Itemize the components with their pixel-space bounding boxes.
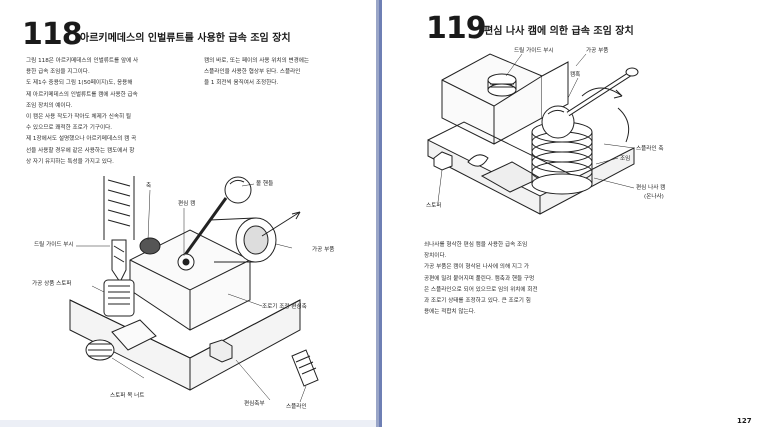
label-eccentric-screw-cam: 편심 나사 캠 [636, 185, 666, 191]
label-shaft: 축 [146, 183, 152, 189]
label-eccentric-shaft: 편심축부 [244, 401, 265, 407]
section-number: 119 [426, 11, 487, 46]
label-release: 캠혹 [570, 72, 581, 78]
label-workpiece: 가공 부품 [312, 247, 335, 253]
left-page: 118 아르키메데스의 인벌류트를 사용한 급속 조임 장치 그림 118은 아… [0, 0, 376, 427]
label-drill-guide-bush: 드릴 가이드 부시 [514, 48, 554, 54]
gutter-line [379, 0, 382, 427]
label-spline: 스플라인 [286, 404, 307, 410]
clamp-device-figure [69, 176, 319, 403]
label-drill-guide-bush: 드릴 가이드 부시 [34, 242, 74, 248]
page-number: 127 [737, 417, 752, 425]
section-number: 118 [22, 17, 83, 52]
label-workpiece-stopper: 가공 상품 스토퍼 [32, 281, 72, 287]
label-eccentric-cam: 편심 캠 [178, 201, 196, 207]
body-text-column-2: 캠의 바로, 또는 페이의 사용 위치의 변경에는 스플라인을 사용한 협상부 … [204, 58, 310, 87]
label-cam-sub: (온나사) [644, 194, 664, 200]
left-page-bottom-band [0, 420, 376, 427]
body-text: 쇠나사를 형삭한 편심 캠을 사용한 급속 조임 장치이다. 가공 부품은 캠이… [424, 242, 538, 316]
label-clamp: 조임 [620, 156, 631, 162]
label-ball-handle: 볼 핸들 [256, 181, 274, 187]
label-adjust-eccentric: 조로기 조정 편심축 [262, 304, 307, 310]
label-spline-shaft: 스플라인 축 [636, 146, 664, 152]
right-page: 119 편심 나사 캠에 의한 급속 조임 장치 [382, 0, 769, 427]
section-title: 아르키메데스의 인벌류트를 사용한 급속 조임 장치 [80, 33, 291, 44]
screw-cam-figure [427, 53, 639, 215]
body-text-column-1: 그림 118은 아르키메데스의 인벌류트를 앞에 사 용한 급속 조임을 지그이… [26, 58, 139, 165]
label-workpiece: 가공 부품 [586, 48, 609, 54]
section-title: 편심 나사 캠에 의한 급속 조임 장치 [484, 26, 634, 37]
gutter-shadow [376, 0, 379, 427]
label-stopper: 스토퍼 [426, 203, 442, 209]
label-stopper-neck-bolt: 스토퍼 목 너트 [110, 393, 145, 399]
